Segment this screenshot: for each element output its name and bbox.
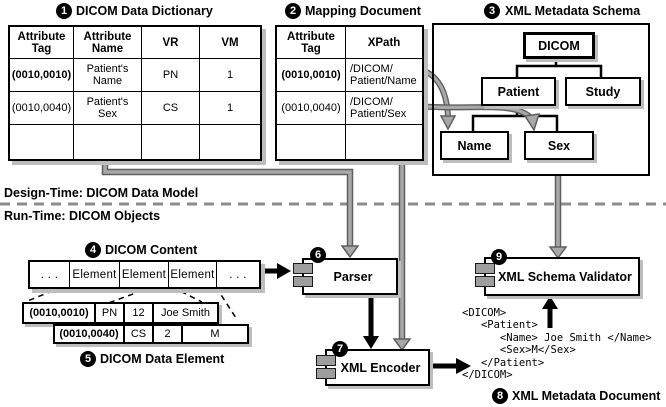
component-tab-icon (316, 368, 336, 379)
dict-cell: (0010,0040) (10, 92, 74, 125)
map-cell (346, 125, 422, 159)
mapping-to-encoder-arrow (392, 157, 412, 352)
map-cell: /DICOM/ Patient/Name (346, 59, 422, 92)
badge-9: 9 (491, 249, 507, 265)
content-cell-ellipsis: . . . (229, 268, 247, 281)
component-tab-icon (293, 263, 313, 274)
badge-8: 8 (492, 388, 508, 404)
schema-to-validator-arrow (548, 174, 568, 260)
element-tag-cell: (0010,0040) (53, 324, 125, 344)
content-cell-element: Element (169, 262, 217, 287)
dict-cell (10, 125, 74, 159)
run-time-label: Run-Time: DICOM Objects (4, 209, 161, 223)
dict-cell: Patient's Sex (74, 92, 142, 125)
mapping-title: Mapping Document (305, 4, 421, 18)
element-value-cell: Joe Smith (152, 302, 219, 324)
xml-encoder-component: XML Encoder (325, 349, 430, 386)
parser-component: Parser (302, 258, 398, 295)
map-header-attribute-tag: Attribute Tag (277, 27, 346, 59)
dictionary-to-parser-arrow (101, 157, 360, 259)
xml-metadata-document-code: <DICOM> <Patient> <Name> Joe Smith </Nam… (462, 307, 652, 382)
schema-node-name: Name (440, 131, 509, 160)
dict-header-vr: VR (142, 27, 200, 59)
element-vr-cell: PN (94, 302, 125, 324)
element-title: DICOM Data Element (100, 352, 225, 366)
component-tab-icon (293, 276, 313, 287)
element-value-cell: M (181, 324, 249, 344)
dict-header-attribute-name: Attribute Name (74, 27, 142, 59)
content-title: DICOM Content (105, 243, 198, 257)
xml-schema-validator-component: XML Schema Validator (484, 257, 640, 296)
dict-cell (74, 125, 142, 159)
schema-node-dicom: DICOM (523, 32, 595, 59)
element-length-cell: 2 (152, 324, 183, 344)
dict-cell: 1 (200, 59, 260, 92)
badge-2: 2 (285, 3, 301, 19)
content-cell-ellipsis: . . . (30, 262, 70, 287)
content-cell-element: Element (70, 262, 120, 287)
element-length-cell: 12 (123, 302, 154, 324)
content-cell-element: Element (120, 262, 169, 287)
dict-cell: (0010,0010) (10, 59, 74, 92)
map-cell (277, 125, 346, 159)
data-element-row-1: (0010,0010) PN 12 Joe Smith (22, 302, 219, 324)
dict-cell: CS (142, 92, 200, 125)
map-header-xpath: XPath (346, 27, 422, 59)
dict-cell: PN (142, 59, 200, 92)
dict-cell (142, 125, 200, 159)
map-cell: (0010,0040) (277, 92, 346, 125)
xml-doc-title: XML Metadata Document (512, 389, 661, 403)
data-element-row-2: (0010,0040) CS 2 M (53, 324, 249, 344)
dicom-content-strip: . . . Element Element Element . . . (28, 260, 261, 289)
badge-1: 1 (56, 3, 72, 19)
xml-metadata-schema-panel (432, 23, 650, 176)
element-vr-cell: CS (123, 324, 154, 344)
component-tab-icon (475, 276, 495, 287)
schema-title: XML Metadata Schema (505, 4, 641, 18)
badge-4: 4 (85, 242, 101, 258)
dict-header-attribute-tag: Attribute Tag (10, 27, 74, 59)
document-to-validator-arrow (542, 296, 558, 328)
design-time-label: Design-Time: DICOM Data Model (4, 186, 199, 200)
component-tab-icon (475, 263, 495, 274)
dicom-data-dictionary-table: Attribute Tag Attribute Name VR VM (0010… (8, 25, 262, 161)
badge-6: 6 (310, 247, 326, 263)
parser-to-encoder-arrow (363, 291, 379, 349)
dict-cell: 1 (200, 92, 260, 125)
dictionary-title: DICOM Data Dictionary (76, 4, 213, 18)
element-tag-cell: (0010,0010) (22, 302, 96, 324)
map-cell: /DICOM/ Patient/Sex (346, 92, 422, 125)
mapping-to-sex-arrow (418, 103, 541, 132)
badge-3: 3 (484, 3, 500, 19)
badge-7: 7 (332, 341, 348, 357)
badge-5: 5 (80, 351, 96, 367)
schema-node-sex: Sex (524, 131, 594, 160)
component-tab-icon (316, 355, 336, 366)
schema-node-patient: Patient (481, 77, 556, 106)
schema-node-study: Study (565, 77, 641, 106)
map-cell: (0010,0010) (277, 59, 346, 92)
dict-cell: Patient's Name (74, 59, 142, 92)
dict-cell (200, 125, 260, 159)
content-to-parser-arrow (258, 263, 291, 279)
dict-header-vm: VM (200, 27, 260, 59)
mapping-document-table: Attribute Tag XPath (0010,0010) /DICOM/ … (275, 25, 424, 161)
